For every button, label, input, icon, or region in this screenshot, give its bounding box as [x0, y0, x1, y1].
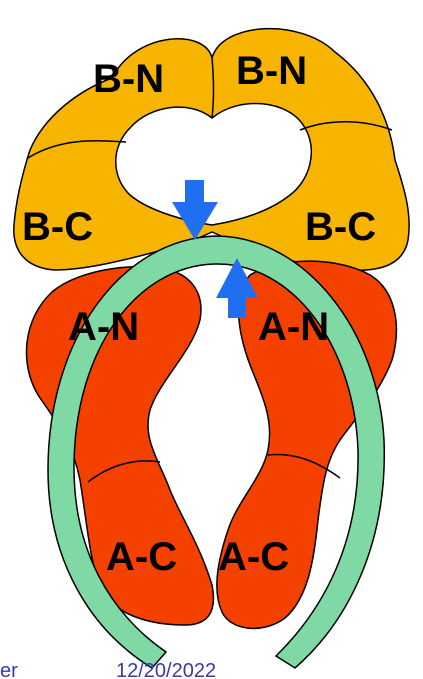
label-b-c-left: B-C: [22, 205, 93, 249]
footer-fragment: er: [0, 660, 18, 679]
label-a-c-right: A-C: [218, 535, 289, 579]
label-a-n-left: A-N: [68, 305, 139, 349]
label-a-n-right: A-N: [258, 305, 329, 349]
label-a-c-left: A-C: [106, 535, 177, 579]
label-b-c-right: B-C: [305, 205, 376, 249]
label-b-n-right: B-N: [236, 49, 307, 93]
footer-date: 12/20/2022: [116, 660, 216, 679]
label-b-n-left: B-N: [93, 57, 164, 101]
